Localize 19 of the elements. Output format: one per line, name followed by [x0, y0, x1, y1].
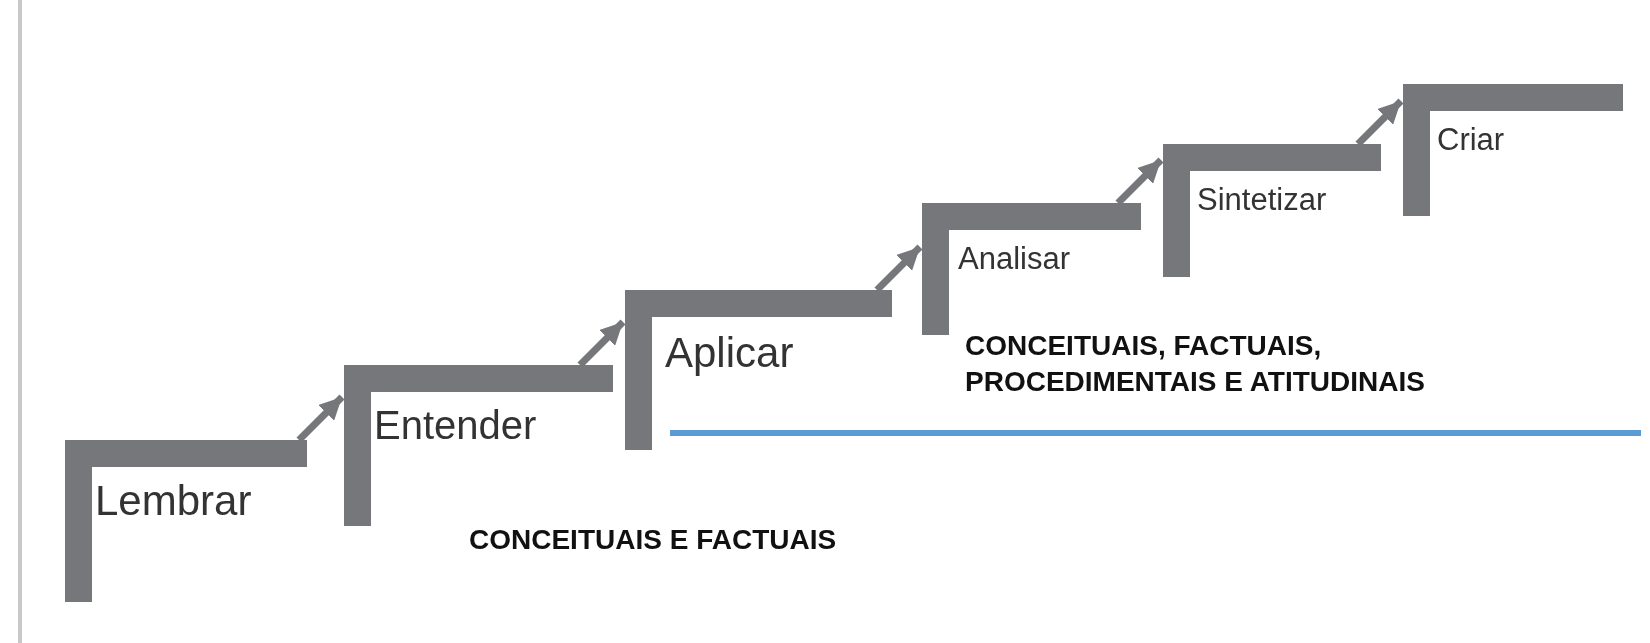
- step-arrow: [296, 394, 345, 443]
- stair-step: [625, 290, 892, 450]
- step-label: Aplicar: [665, 332, 794, 374]
- stair-step: [1403, 84, 1623, 216]
- step-label: Criar: [1437, 124, 1505, 155]
- stair-step: [65, 440, 307, 602]
- step-arrow: [874, 244, 923, 293]
- category-label: CONCEITUAIS, FACTUAIS, PROCEDIMENTAIS E ATITUDINAIS: [965, 329, 1426, 400]
- stair-step: [1163, 144, 1381, 277]
- stair-step: [922, 203, 1141, 335]
- step-label: Entender: [374, 405, 537, 445]
- category-label: CONCEITUAIS E FACTUAIS: [469, 523, 838, 557]
- step-label: Analisar: [958, 243, 1070, 274]
- step-arrow: [1355, 98, 1404, 147]
- step-label: Lembrar: [95, 480, 252, 522]
- step-arrow: [1115, 157, 1164, 206]
- stair-step: [344, 365, 613, 526]
- step-label: Sintetizar: [1197, 184, 1327, 215]
- step-arrow: [577, 319, 626, 368]
